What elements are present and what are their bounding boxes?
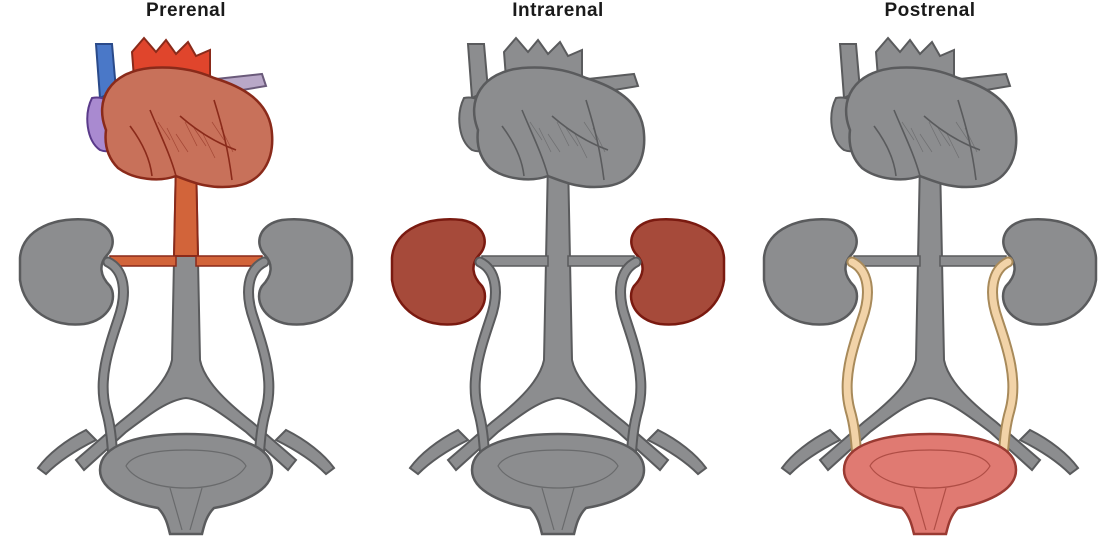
panel-prerenal: Prerenal xyxy=(0,0,372,546)
prerenal-illustration xyxy=(18,36,354,536)
bladder xyxy=(98,432,274,536)
kidneys xyxy=(18,218,354,326)
left-kidney xyxy=(762,218,859,326)
panel-title-intrarenal: Intrarenal xyxy=(512,0,604,21)
right-kidney xyxy=(629,218,726,326)
heart xyxy=(458,36,646,189)
leg-vessels xyxy=(408,428,708,476)
panel-title-postrenal: Postrenal xyxy=(884,0,976,21)
intrarenal-illustration xyxy=(390,36,726,536)
bladder xyxy=(842,432,1018,536)
ureters xyxy=(841,256,1019,476)
bladder xyxy=(470,432,646,536)
left-kidney xyxy=(18,218,115,326)
leg-vessels xyxy=(780,428,1080,476)
leg-vessels xyxy=(36,428,336,476)
ureters xyxy=(97,256,275,476)
kidneys xyxy=(762,218,1098,326)
panel-title-prerenal: Prerenal xyxy=(145,0,227,21)
heart xyxy=(86,36,274,189)
right-kidney xyxy=(1001,218,1098,326)
aorta xyxy=(74,159,298,472)
ureters xyxy=(469,256,647,476)
kidneys xyxy=(390,218,726,326)
right-kidney xyxy=(257,218,354,326)
panel-intrarenal: Intrarenal xyxy=(372,0,744,546)
postrenal-illustration xyxy=(762,36,1098,536)
left-kidney xyxy=(390,218,487,326)
heart xyxy=(830,36,1018,189)
panel-postrenal: Postrenal xyxy=(744,0,1116,546)
